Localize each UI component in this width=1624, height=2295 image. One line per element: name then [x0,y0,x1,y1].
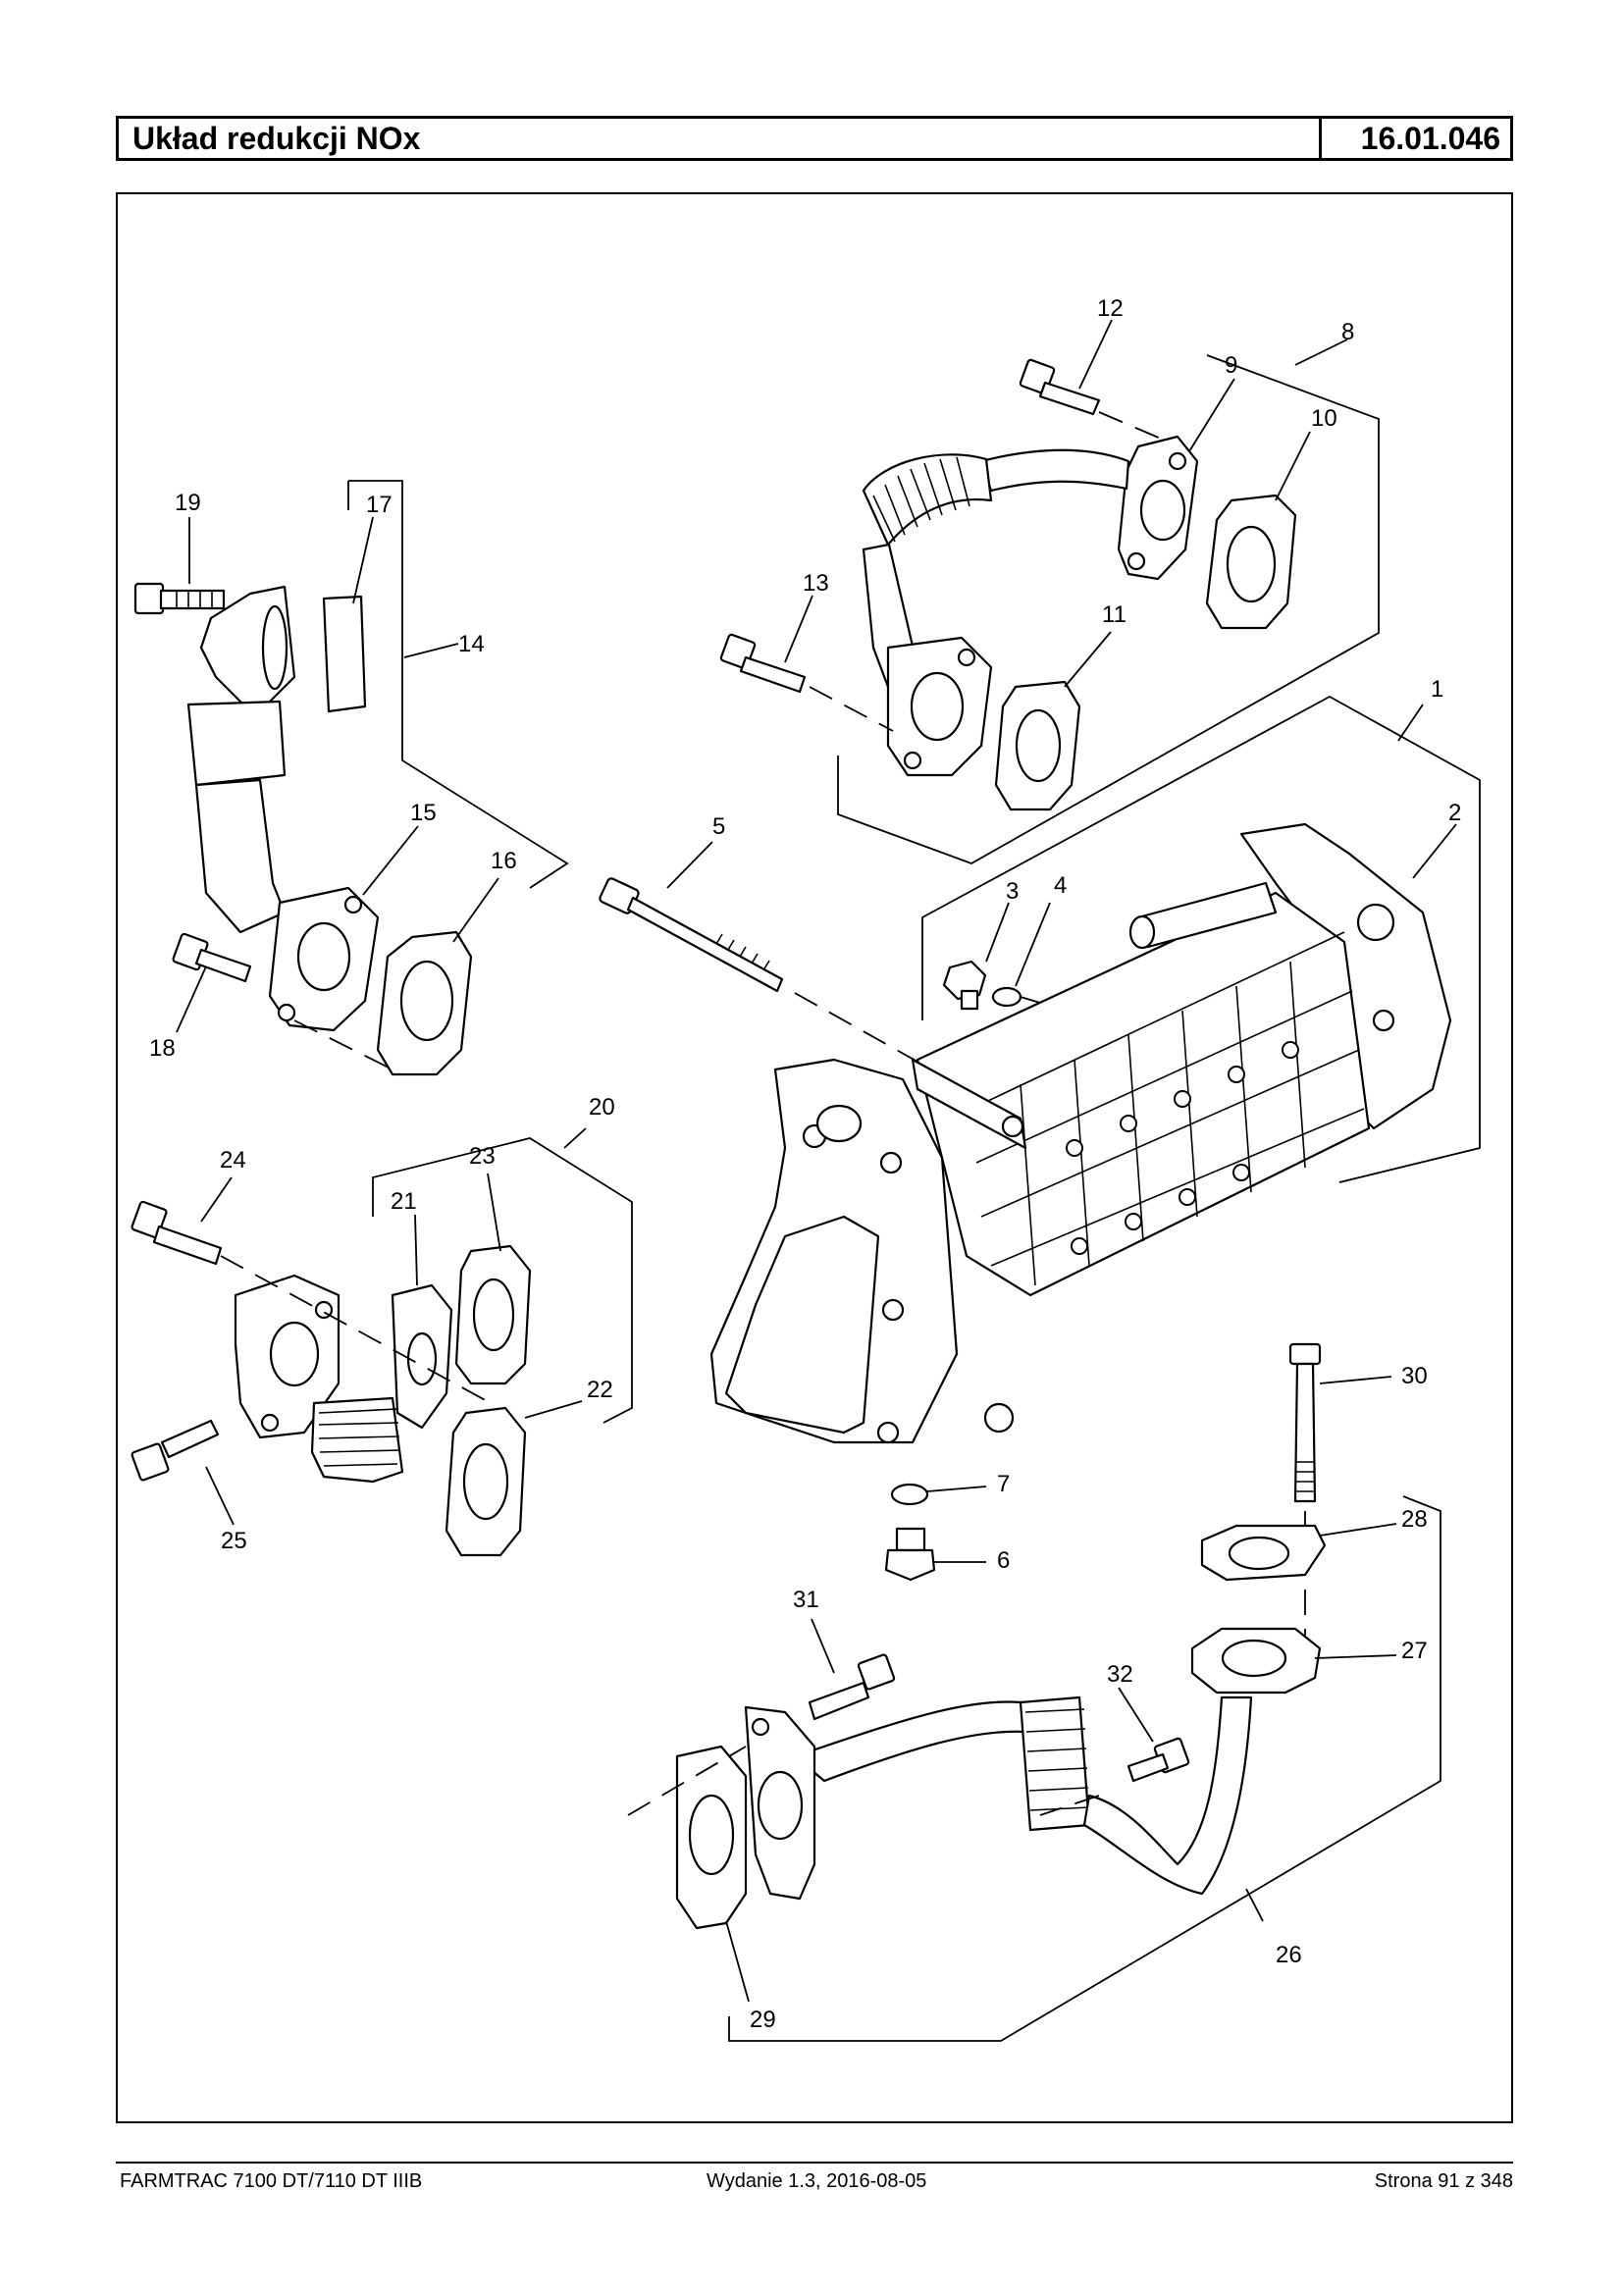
callout-8: 8 [1341,319,1354,345]
callout-5: 5 [712,813,725,840]
callout-13: 13 [803,570,829,597]
diagram-frame [116,192,1513,2123]
callout-9: 9 [1225,352,1237,379]
ring-4 [991,986,1022,1008]
callout-10: 10 [1311,405,1337,432]
callout-25: 25 [221,1528,247,1554]
callout-21: 21 [391,1188,417,1215]
callout-30: 30 [1401,1363,1428,1389]
callout-26: 26 [1276,1942,1302,1968]
section-title: Układ redukcji NOx [119,119,1322,158]
callout-20: 20 [589,1094,615,1121]
callout-18: 18 [149,1035,176,1062]
callout-19: 19 [175,490,201,516]
footer-edition: Wydanie 1.3, 2016-08-05 [707,2170,927,2192]
callout-29: 29 [750,2007,776,2033]
leader-lines [176,319,1457,2003]
callout-4: 4 [1054,872,1067,899]
upper-egr-pipe [719,358,1297,811]
callout-22: 22 [587,1377,613,1403]
footer-page-number: Strona 91 z 348 [1374,2170,1513,2192]
callout-23: 23 [469,1143,496,1170]
footer-divider [116,2162,1513,2164]
drain-plug-6 [884,1527,936,1582]
callout-11: 11 [1102,601,1126,628]
group-brackets [347,354,1481,2042]
left-egr-pipe [133,582,473,1076]
callout-17: 17 [366,492,393,518]
callout-31: 31 [793,1587,819,1613]
lower-left-egr-pipe [131,1200,532,1557]
callout-15: 15 [410,800,437,826]
callout-1: 1 [1431,676,1443,703]
plug-3 [942,960,987,1011]
callout-32: 32 [1107,1661,1133,1688]
washer-7 [890,1483,929,1506]
callout-7: 7 [997,1471,1010,1497]
callout-3: 3 [1006,878,1019,905]
callout-14: 14 [458,631,485,657]
section-code: 16.01.046 [1360,121,1500,156]
bolt-5 [599,877,1090,1159]
page-header: Układ redukcji NOx 16.01.046 [116,116,1513,161]
callout-12: 12 [1097,295,1124,322]
callout-6: 6 [997,1547,1010,1574]
callout-16: 16 [491,848,517,874]
lower-right-egr-pipe [627,1342,1327,1930]
callout-2: 2 [1448,800,1461,826]
callout-numbers: 1 2 3 4 5 6 7 8 9 10 11 12 13 14 15 16 1… [149,295,1461,2033]
callout-27: 27 [1401,1638,1428,1664]
footer-model: FARMTRAC 7100 DT/7110 DT IIIB [120,2170,423,2192]
callout-24: 24 [220,1147,246,1174]
callout-28: 28 [1401,1506,1428,1533]
egr-cooler [709,822,1452,1444]
